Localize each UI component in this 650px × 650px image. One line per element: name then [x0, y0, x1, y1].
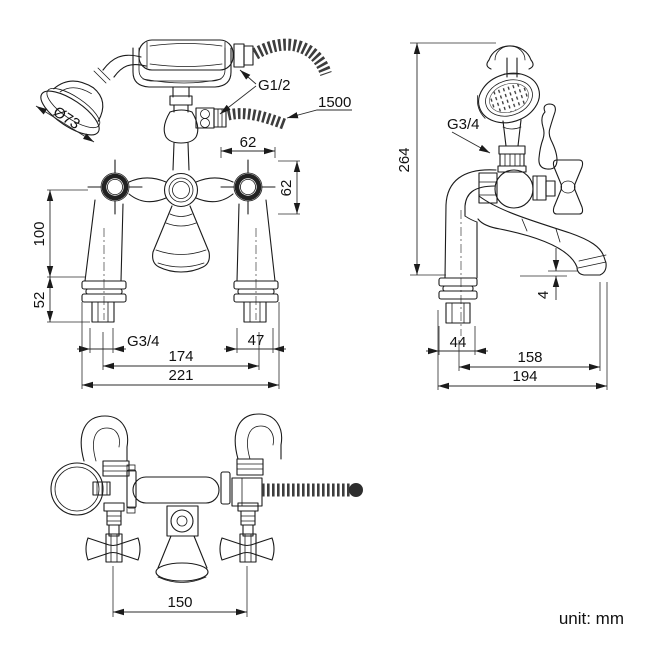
top-view-drawing: 150 [50, 413, 363, 617]
hose-end-cap [349, 483, 363, 497]
shower-holder-top [50, 462, 111, 516]
dim-handle-height: 62 [278, 180, 295, 197]
dim-shank-width: 47 [248, 332, 265, 349]
side-view-dimensions: 264 G3/4 4 44 158 194 [396, 42, 608, 390]
dim-hose-thread: G1/2 [258, 77, 291, 94]
dim-overall-height: 264 [396, 147, 413, 172]
shower-head-side [476, 72, 558, 170]
spout-side [444, 169, 607, 336]
unit-note: unit: mm [559, 609, 624, 628]
side-view-drawing: 264 G3/4 4 44 158 194 [396, 42, 608, 390]
cradle-front [132, 47, 232, 88]
dim-overall-width: 221 [168, 367, 193, 384]
body-top [126, 464, 263, 514]
dim-handle-width: 62 [240, 134, 257, 151]
right-cross-handle-front [220, 159, 276, 215]
front-view-drawing: Ø73 G1/2 1500 62 62 100 [31, 38, 352, 389]
cradle-side [486, 45, 534, 78]
dim-base-depth: 44 [450, 334, 467, 351]
left-inlet-top [80, 415, 130, 477]
diverter-top [155, 505, 209, 583]
right-handle-top [219, 502, 275, 563]
diverter-front [163, 86, 227, 171]
flange-shank-side [438, 277, 478, 324]
right-inlet-top [234, 413, 283, 476]
dim-hose-length: 1500 [318, 94, 351, 111]
dim-shank-height: 52 [31, 292, 48, 309]
handset-connector-side [497, 145, 527, 173]
dim-head-diameter: Ø73 [50, 103, 83, 133]
dim-handset-thread: G3/4 [447, 116, 480, 133]
handset-front [138, 39, 254, 71]
spout-cone-front [152, 205, 210, 273]
top-view-dimensions: 150 [112, 566, 248, 617]
front-view-dimensions: Ø73 G1/2 1500 62 62 100 [31, 69, 352, 389]
shower-head-front [40, 54, 147, 136]
dim-body-height: 100 [31, 221, 48, 246]
dim-handle-centres: 150 [167, 594, 192, 611]
left-cross-handle-front [87, 159, 143, 215]
left-handle-top [85, 502, 141, 563]
dim-inlet-thread: G3/4 [127, 333, 160, 350]
dim-overall-depth: 194 [512, 368, 537, 385]
dim-spout-reach: 158 [517, 349, 542, 366]
dim-spout-clearance: 4 [535, 291, 552, 299]
valve-body-front [128, 172, 234, 208]
dim-inlet-centres: 174 [168, 348, 193, 365]
shower-hose-upper [251, 38, 332, 77]
pillar-legs-front [81, 199, 279, 323]
shower-hose-lower [226, 108, 286, 130]
